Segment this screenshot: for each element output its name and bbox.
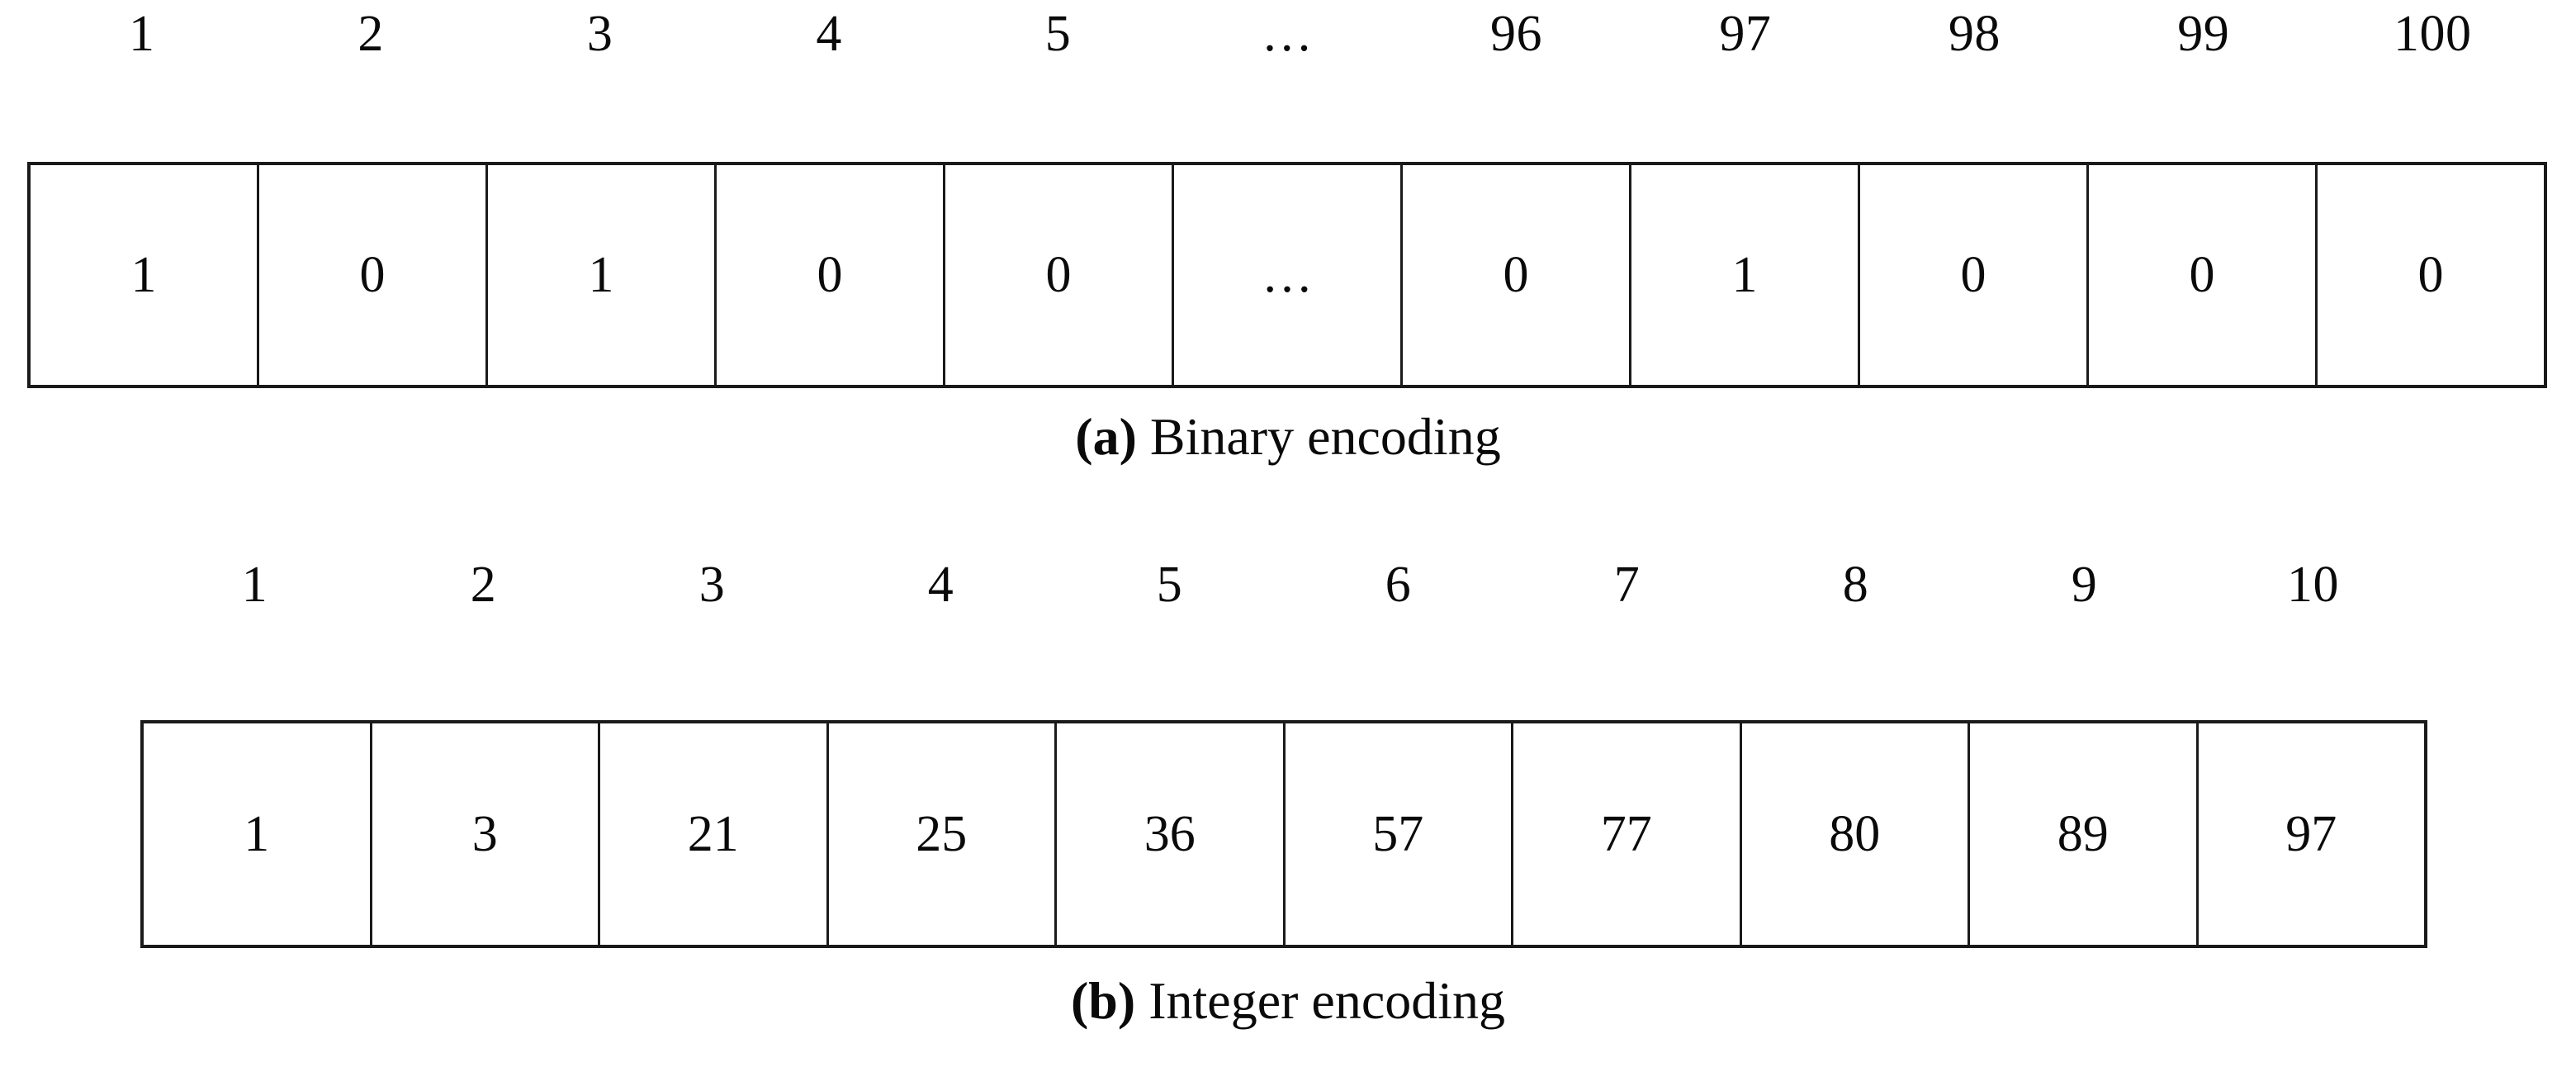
binary-index-row: 1 2 3 4 5 … 96 97 98 99 100 <box>27 8 2547 59</box>
caption-letter-a: (a) <box>1075 407 1137 466</box>
integer-index-cell: 2 <box>470 557 497 613</box>
integer-index-cell: 9 <box>2071 557 2098 613</box>
binary-index-cell: 99 <box>2177 6 2230 62</box>
binary-value-cell: 1 <box>31 165 259 385</box>
binary-value-cell: 0 <box>2089 165 2318 385</box>
binary-index-cell: 96 <box>1489 6 1542 62</box>
binary-value-ellipsis: … <box>1174 165 1403 385</box>
binary-index-cell: 100 <box>2394 6 2472 62</box>
integer-value-cell: 25 <box>828 723 1057 945</box>
binary-encoding-table: 1 0 1 0 0 … 0 1 0 0 0 <box>27 162 2547 388</box>
caption-text-b: Integer encoding <box>1135 971 1506 1030</box>
integer-value-cell: 1 <box>144 723 372 945</box>
integer-index-cell: 10 <box>2287 557 2339 613</box>
binary-value-cell: 0 <box>1860 165 2089 385</box>
integer-value-cell: 80 <box>1741 723 1970 945</box>
integer-index-cell: 4 <box>927 557 954 613</box>
integer-index-cell: 6 <box>1385 557 1412 613</box>
binary-value-cell: 1 <box>1631 165 1860 385</box>
integer-index-cell: 5 <box>1156 557 1183 613</box>
integer-index-cell: 8 <box>1842 557 1869 613</box>
binary-index-cell: 3 <box>586 6 613 62</box>
binary-encoding-caption: (a) Binary encoding <box>0 410 2576 463</box>
binary-index-cell: 5 <box>1044 6 1072 62</box>
integer-value-cell: 3 <box>372 723 600 945</box>
integer-index-cell: 1 <box>241 557 268 613</box>
binary-value-cell: 0 <box>1403 165 1631 385</box>
binary-index-cell: 98 <box>1948 6 2001 62</box>
binary-index-cell: 1 <box>128 6 155 62</box>
panel-integer-encoding: 1 2 3 4 5 6 7 8 9 10 1 3 21 25 36 57 77 … <box>0 541 2576 1086</box>
integer-value-cell: 89 <box>1970 723 2199 945</box>
binary-value-cell: 0 <box>945 165 1174 385</box>
binary-index-cell: 2 <box>358 6 384 62</box>
integer-index-cell: 3 <box>698 557 726 613</box>
binary-index-cell: 97 <box>1719 6 1772 62</box>
binary-value-cell: 1 <box>488 165 717 385</box>
caption-letter-b: (b) <box>1070 971 1136 1030</box>
binary-index-cell: 4 <box>816 6 842 62</box>
integer-index-cell: 7 <box>1613 557 1641 613</box>
binary-value-cell: 0 <box>259 165 488 385</box>
binary-value-cell: 0 <box>2318 165 2544 385</box>
integer-index-row: 1 2 3 4 5 6 7 8 9 10 <box>140 559 2427 610</box>
integer-encoding-table: 1 3 21 25 36 57 77 80 89 97 <box>140 720 2427 948</box>
binary-value-cell: 0 <box>717 165 945 385</box>
integer-value-cell: 36 <box>1057 723 1286 945</box>
caption-text-a: Binary encoding <box>1136 407 1501 466</box>
integer-value-cell: 57 <box>1285 723 1513 945</box>
integer-encoding-caption: (b) Integer encoding <box>0 975 2576 1027</box>
binary-index-ellipsis: … <box>1261 6 1314 62</box>
panel-binary-encoding: 1 2 3 4 5 … 96 97 98 99 100 1 0 1 0 0 … … <box>0 0 2576 529</box>
integer-value-cell: 21 <box>600 723 829 945</box>
integer-value-cell: 97 <box>2198 723 2424 945</box>
integer-value-cell: 77 <box>1513 723 1742 945</box>
